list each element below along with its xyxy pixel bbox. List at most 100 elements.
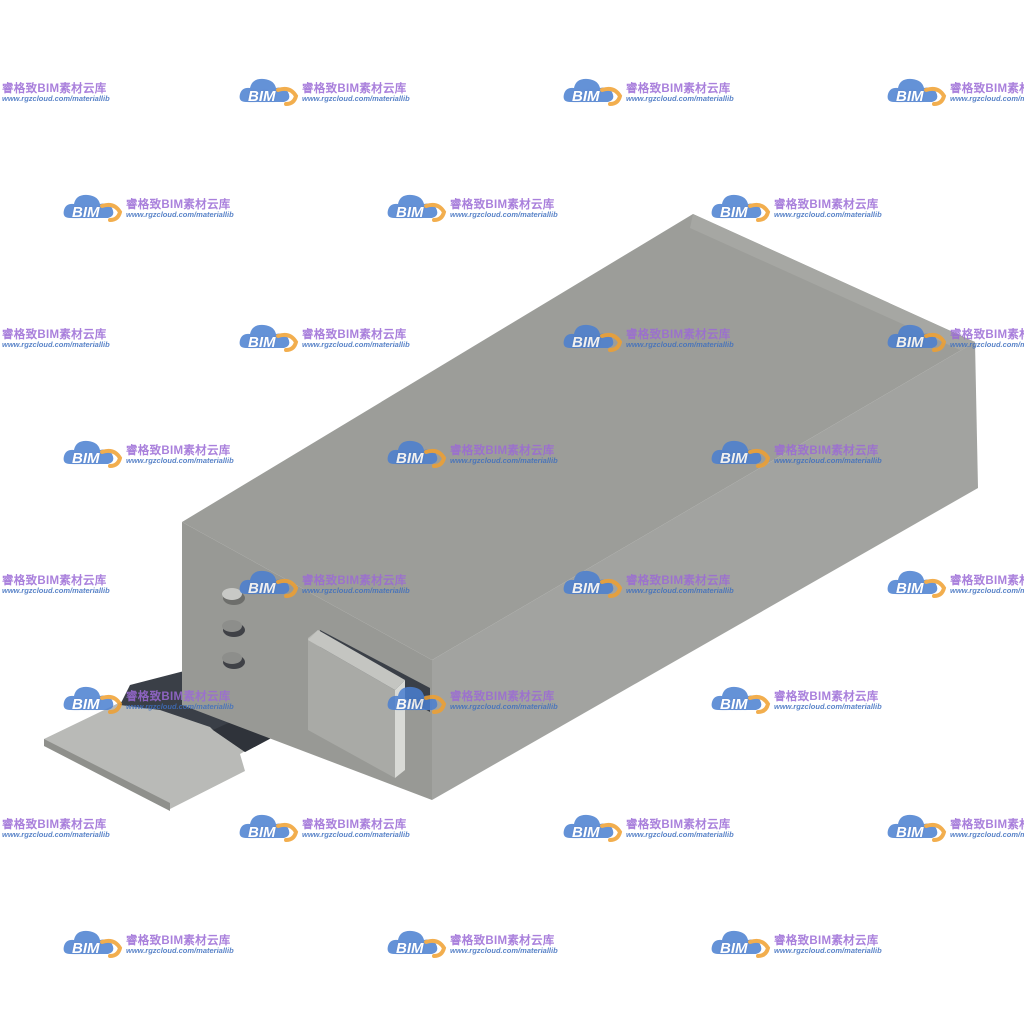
watermark: BIM 睿格致BIM素材云库 www.rgzcloud.com/material… xyxy=(886,72,1024,112)
watermark-bim-text: BIM xyxy=(396,696,424,713)
cloud-bim-logo-icon xyxy=(563,324,623,352)
watermark: BIM 睿格致BIM素材云库 www.rgzcloud.com/material… xyxy=(238,72,428,112)
cloud-bim-logo-icon xyxy=(387,440,447,468)
cloud-bim-logo-icon xyxy=(63,930,123,958)
watermark-bim-text: BIM xyxy=(248,824,276,841)
watermark-brand-text: 睿格致BIM素材云库 xyxy=(450,935,555,947)
watermark: BIM 睿格致BIM素材云库 www.rgzcloud.com/material… xyxy=(386,924,576,964)
watermark-url-text: www.rgzcloud.com/materiallib xyxy=(302,586,410,595)
watermark: BIM 睿格致BIM素材云库 www.rgzcloud.com/material… xyxy=(238,564,428,604)
watermark-url-text: www.rgzcloud.com/materiallib xyxy=(774,210,882,219)
watermark-bim-text: BIM xyxy=(720,450,748,467)
watermark-bim-text: BIM xyxy=(72,204,100,221)
watermark-url-text: www.rgzcloud.com/materiallib xyxy=(2,586,110,595)
watermark-brand-text: 睿格致BIM素材云库 xyxy=(774,935,879,947)
watermark-brand-text: 睿格致BIM素材云库 xyxy=(302,329,407,341)
watermark: BIM 睿格致BIM素材云库 www.rgzcloud.com/material… xyxy=(386,188,576,228)
watermark-url-text: www.rgzcloud.com/materiallib xyxy=(950,586,1024,595)
cloud-bim-logo-icon xyxy=(63,686,123,714)
watermark-brand-text: 睿格致BIM素材云库 xyxy=(302,819,407,831)
watermark-bim-text: BIM xyxy=(572,88,600,105)
watermark-brand-text: 睿格致BIM素材云库 xyxy=(950,329,1024,341)
watermark: BIM 睿格致BIM素材云库 www.rgzcloud.com/material… xyxy=(710,680,900,720)
watermark-url-text: www.rgzcloud.com/materiallib xyxy=(302,340,410,349)
watermark-url-text: www.rgzcloud.com/materiallib xyxy=(126,210,234,219)
cloud-bim-logo-icon xyxy=(563,570,623,598)
watermark-url-text: www.rgzcloud.com/materiallib xyxy=(774,946,882,955)
watermark: BIM 睿格致BIM素材云库 www.rgzcloud.com/material… xyxy=(0,318,128,358)
cloud-bim-logo-icon xyxy=(711,930,771,958)
cloud-bim-logo-icon xyxy=(563,78,623,106)
watermark-brand-text: 睿格致BIM素材云库 xyxy=(774,691,879,703)
watermark-bim-text: BIM xyxy=(72,450,100,467)
watermark-url-text: www.rgzcloud.com/materiallib xyxy=(126,702,234,711)
watermark-url-text: www.rgzcloud.com/materiallib xyxy=(626,586,734,595)
watermark-brand-text: 睿格致BIM素材云库 xyxy=(450,445,555,457)
cloud-bim-logo-icon xyxy=(387,194,447,222)
watermark: BIM 睿格致BIM素材云库 www.rgzcloud.com/material… xyxy=(0,564,128,604)
watermark: BIM 睿格致BIM素材云库 www.rgzcloud.com/material… xyxy=(710,188,900,228)
watermark-brand-text: 睿格致BIM素材云库 xyxy=(2,83,107,95)
watermark-brand-text: 睿格致BIM素材云库 xyxy=(450,691,555,703)
cloud-bim-logo-icon xyxy=(239,570,299,598)
watermark-url-text: www.rgzcloud.com/materiallib xyxy=(626,94,734,103)
cloud-bim-logo-icon xyxy=(887,814,947,842)
front-slider-top xyxy=(308,630,405,690)
watermark: BIM 睿格致BIM素材云库 www.rgzcloud.com/material… xyxy=(0,808,128,848)
watermark-brand-text: 睿格致BIM素材云库 xyxy=(126,199,231,211)
watermark-bim-text: BIM xyxy=(720,204,748,221)
watermark-url-text: www.rgzcloud.com/materiallib xyxy=(2,340,110,349)
watermark: BIM 睿格致BIM素材云库 www.rgzcloud.com/material… xyxy=(562,808,752,848)
watermark-url-text: www.rgzcloud.com/materiallib xyxy=(626,340,734,349)
watermark: BIM 睿格致BIM素材云库 www.rgzcloud.com/material… xyxy=(886,564,1024,604)
watermark-brand-text: 睿格致BIM素材云库 xyxy=(126,445,231,457)
watermark: BIM 睿格致BIM素材云库 www.rgzcloud.com/material… xyxy=(886,808,1024,848)
watermark-bim-text: BIM xyxy=(896,334,924,351)
watermark-bim-text: BIM xyxy=(720,940,748,957)
watermark-url-text: www.rgzcloud.com/materiallib xyxy=(2,94,110,103)
watermark-brand-text: 睿格致BIM素材云库 xyxy=(2,575,107,587)
watermark-brand-text: 睿格致BIM素材云库 xyxy=(450,199,555,211)
watermark-bim-text: BIM xyxy=(248,580,276,597)
watermark-url-text: www.rgzcloud.com/materiallib xyxy=(450,702,558,711)
watermark: BIM 睿格致BIM素材云库 www.rgzcloud.com/material… xyxy=(710,924,900,964)
pin-1 xyxy=(222,588,245,605)
watermark-url-text: www.rgzcloud.com/materiallib xyxy=(126,946,234,955)
watermark: BIM 睿格致BIM素材云库 www.rgzcloud.com/material… xyxy=(62,434,252,474)
watermark-url-text: www.rgzcloud.com/materiallib xyxy=(2,830,110,839)
watermark-bim-text: BIM xyxy=(896,88,924,105)
watermark-url-text: www.rgzcloud.com/materiallib xyxy=(126,456,234,465)
cloud-bim-logo-icon xyxy=(239,324,299,352)
watermark-brand-text: 睿格致BIM素材云库 xyxy=(126,935,231,947)
watermark-bim-text: BIM xyxy=(396,204,424,221)
watermark: BIM 睿格致BIM素材云库 www.rgzcloud.com/material… xyxy=(562,318,752,358)
watermark-bim-text: BIM xyxy=(248,334,276,351)
watermark-url-text: www.rgzcloud.com/materiallib xyxy=(774,456,882,465)
cloud-bim-logo-icon xyxy=(239,78,299,106)
watermark-brand-text: 睿格致BIM素材云库 xyxy=(626,819,731,831)
watermark-url-text: www.rgzcloud.com/materiallib xyxy=(626,830,734,839)
cloud-bim-logo-icon xyxy=(711,194,771,222)
watermark-bim-text: BIM xyxy=(896,580,924,597)
watermark-brand-text: 睿格致BIM素材云库 xyxy=(950,575,1024,587)
watermark-bim-text: BIM xyxy=(720,696,748,713)
watermark: BIM 睿格致BIM素材云库 www.rgzcloud.com/material… xyxy=(62,924,252,964)
watermark-bim-text: BIM xyxy=(396,450,424,467)
watermark: BIM 睿格致BIM素材云库 www.rgzcloud.com/material… xyxy=(238,808,428,848)
watermark-brand-text: 睿格致BIM素材云库 xyxy=(126,691,231,703)
watermark-brand-text: 睿格致BIM素材云库 xyxy=(302,575,407,587)
watermark-brand-text: 睿格致BIM素材云库 xyxy=(950,83,1024,95)
watermark-url-text: www.rgzcloud.com/materiallib xyxy=(450,210,558,219)
pin-3 xyxy=(222,652,245,669)
housing-right-face xyxy=(432,342,978,800)
watermark-brand-text: 睿格致BIM素材云库 xyxy=(950,819,1024,831)
watermark-brand-text: 睿格致BIM素材云库 xyxy=(774,199,879,211)
watermark-brand-text: 睿格致BIM素材云库 xyxy=(302,83,407,95)
watermark: BIM 睿格致BIM素材云库 www.rgzcloud.com/material… xyxy=(62,680,252,720)
cloud-bim-logo-icon xyxy=(887,324,947,352)
watermark: BIM 睿格致BIM素材云库 www.rgzcloud.com/material… xyxy=(0,72,128,112)
watermark-brand-text: 睿格致BIM素材云库 xyxy=(2,329,107,341)
cloud-bim-logo-icon xyxy=(887,78,947,106)
watermark: BIM 睿格致BIM素材云库 www.rgzcloud.com/material… xyxy=(386,680,576,720)
